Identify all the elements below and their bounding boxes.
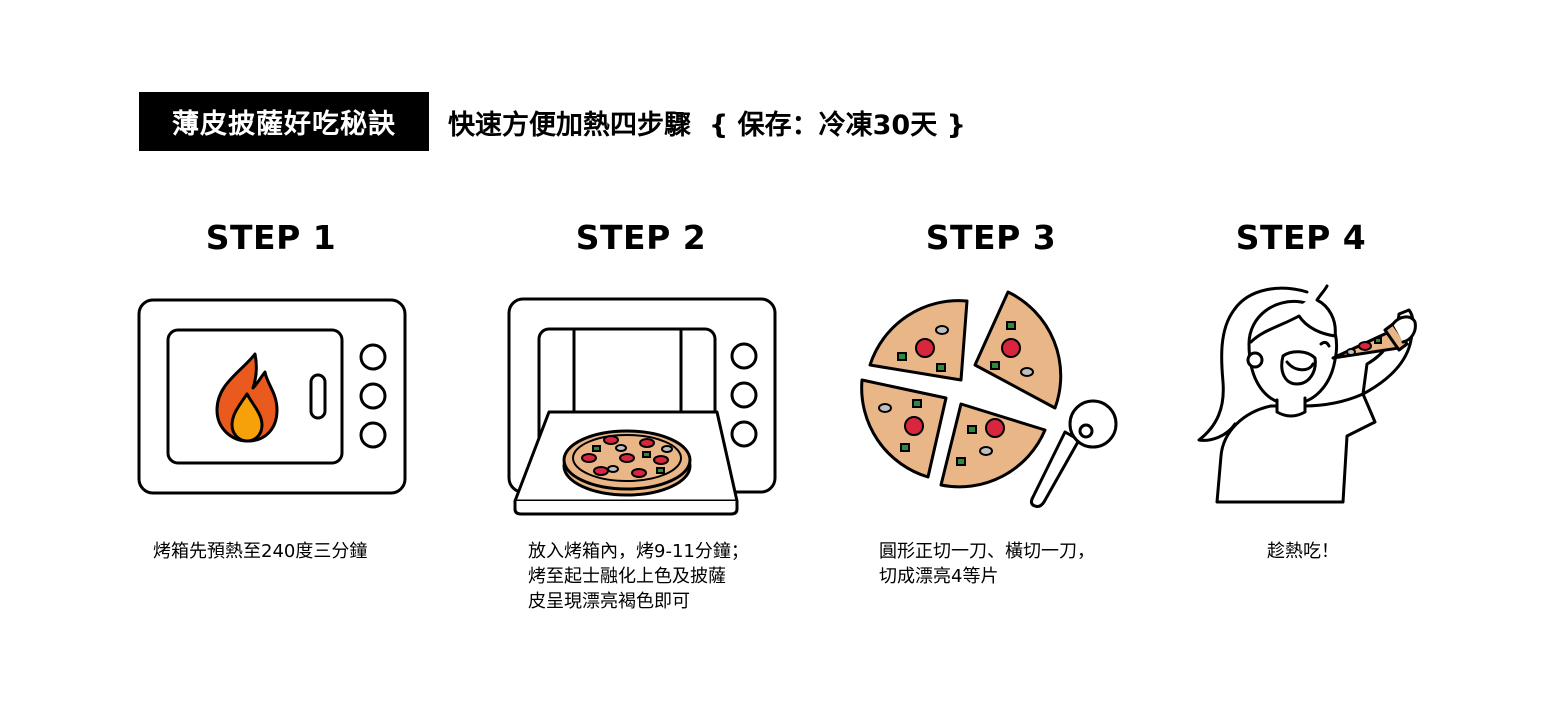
step-4: STEP 4 (1131, 0, 1471, 701)
step-2-text: 放入烤箱內，烤9-11分鐘； 烤至起士融化上色及披薩 皮呈現漂亮褐色即可 (528, 541, 749, 612)
girl-eating-pizza-icon (1197, 284, 1417, 504)
step-3-title: STEP 3 (925, 218, 1057, 257)
step-3: STEP 3 (821, 0, 1161, 701)
oven-flame-icon (137, 298, 407, 495)
step-2-title: STEP 2 (575, 218, 707, 257)
step-1-text: 烤箱先預熱至240度三分鐘 (153, 541, 368, 562)
subtitle-main: 快速方便加熱四步驟 (448, 109, 691, 141)
oven-pizza-icon (507, 297, 777, 516)
subtitle: 快速方便加熱四步驟 { 保存：冷凍30天 } (448, 101, 966, 143)
step-1-title: STEP 1 (205, 218, 337, 257)
step-2: STEP 2 (471, 0, 811, 701)
step-4-title: STEP 4 (1235, 218, 1367, 257)
step-1: STEP 1 烤箱先預熱至240度三分鐘 (101, 0, 441, 701)
pizza-slices-cutter-icon (860, 290, 1118, 508)
step-3-text: 圓形正切一刀、橫切一刀， 切成漂亮4等片 (879, 541, 1095, 587)
title-badge: 薄皮披薩好吃秘訣 (139, 92, 429, 151)
subtitle-storage: { 保存：冷凍30天 } (709, 109, 966, 141)
step-4-text: 趁熱吃！ (1267, 541, 1339, 562)
